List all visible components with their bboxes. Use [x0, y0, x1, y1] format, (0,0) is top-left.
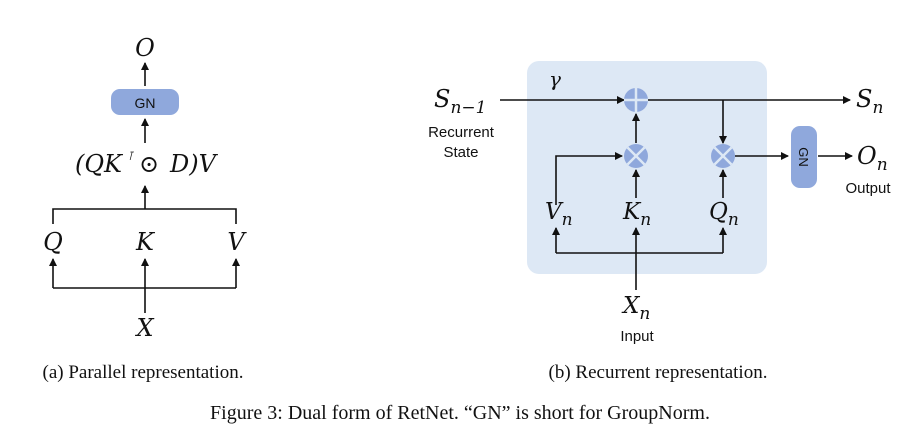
- recurrent-gn-label: GN: [796, 147, 811, 167]
- recurrent-x-label: Xn: [621, 293, 650, 324]
- qkv-merge-bracket: [52, 208, 237, 224]
- add-operator-icon: [624, 88, 648, 112]
- figure-caption: Figure 3: Dual form of RetNet. “GN” is s…: [210, 402, 710, 424]
- recurrent-caption: (b) Recurrent representation.: [549, 362, 768, 383]
- parallel-caption: (a) Parallel representation.: [43, 362, 244, 383]
- recurrent-state-caption-1: Recurrent: [428, 124, 495, 141]
- recurrent-q-label: Qn: [709, 199, 739, 230]
- recurrent-output-label: On: [857, 142, 888, 175]
- gamma-label: γ: [549, 67, 561, 91]
- arrow-v-to-mul: [555, 152, 623, 205]
- input-caption: Input: [620, 328, 654, 345]
- parallel-x-label: X: [134, 314, 154, 342]
- multiply-operator-kv-icon: [624, 144, 648, 168]
- parallel-gn-box: [111, 89, 179, 115]
- recurrent-representation: Sn−1 Recurrent State γ Sn: [428, 61, 891, 383]
- parallel-k-label: K: [135, 228, 156, 256]
- next-state-label: Sn: [856, 85, 883, 118]
- formula-part-1: (QK: [75, 150, 124, 178]
- recurrent-state-caption-2: State: [443, 144, 478, 161]
- parallel-output-label: O: [135, 34, 155, 62]
- recurrent-gn-box: [791, 126, 817, 188]
- recurrent-v-label: Vn: [545, 199, 573, 230]
- formula-part-2: D)V: [169, 150, 219, 178]
- formula-transpose: ⊺: [127, 149, 134, 163]
- parallel-q-label: Q: [43, 228, 63, 256]
- output-caption: Output: [845, 180, 891, 197]
- multiply-operator-q-icon: [711, 144, 735, 168]
- prev-state-label: Sn−1: [434, 85, 486, 118]
- recurrent-block-panel: [527, 61, 767, 274]
- parallel-gn-label: GN: [135, 95, 156, 111]
- recurrent-k-label: Kn: [622, 199, 651, 230]
- formula-hadamard-op: ⊙: [139, 150, 159, 178]
- parallel-v-label: V: [227, 228, 247, 256]
- parallel-representation: O GN (QK ⊺ ⊙ D)V Q K V X (a) Parallel re…: [43, 34, 248, 383]
